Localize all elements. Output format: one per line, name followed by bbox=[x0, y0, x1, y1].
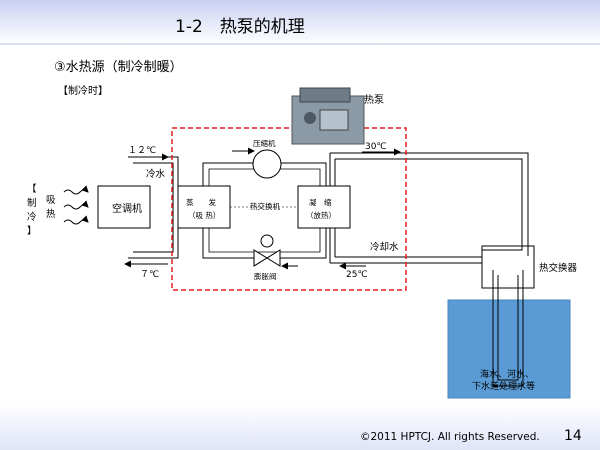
cooling-water-pipe-outer bbox=[330, 152, 529, 256]
air-conditioner-label: 空调机 bbox=[112, 202, 142, 215]
heat-pump-boundary bbox=[171, 127, 407, 291]
temp-hot-supply: 30℃ bbox=[365, 142, 387, 152]
footer-band bbox=[0, 405, 600, 450]
header-band bbox=[0, 0, 600, 44]
compressor-label: 压缩机 bbox=[253, 138, 276, 148]
page-subtitle: ③水热源（制冷制暖） bbox=[54, 60, 183, 75]
absorb-char-1: 吸 bbox=[46, 195, 56, 206]
footer-copyright: ©2011 HPTCJ. All rights Reserved. bbox=[360, 431, 540, 443]
water-source-pipe bbox=[492, 270, 524, 387]
expansion-valve-symbol bbox=[253, 234, 281, 267]
cooling-water-label: 冷却水 bbox=[370, 241, 399, 253]
air-conditioner-box bbox=[97, 185, 151, 229]
heat-pump-machine-image bbox=[291, 87, 365, 145]
cooling-mode-char-2: 制 bbox=[27, 197, 37, 209]
condenser-sub: （放热） bbox=[306, 210, 336, 220]
water-source-line-2: 下水道处理水等 bbox=[472, 380, 535, 392]
temp-cold-return: ７℃ bbox=[140, 270, 159, 280]
cooling-mode-char-4: 】 bbox=[27, 226, 37, 237]
expansion-valve-label: 膨胀阀 bbox=[254, 271, 277, 281]
heat-exchanger-label: 热交换器 bbox=[539, 262, 578, 274]
evaporator-sub: （吸 热） bbox=[188, 210, 220, 220]
cold-water-label: 冷水 bbox=[146, 168, 166, 180]
cooling-mode-char-1: 【 bbox=[27, 184, 37, 195]
water-body bbox=[447, 299, 571, 399]
mode-label: 【制冷时】 bbox=[58, 86, 108, 97]
cooling-water-pipe-inner bbox=[335, 158, 523, 251]
temp-cooling-return: 25℃ bbox=[346, 270, 368, 280]
cooling-mode-char-3: 冷 bbox=[27, 211, 37, 223]
heat-pump-label: 热泵 bbox=[364, 95, 384, 106]
heat-exchanger-box bbox=[481, 245, 535, 289]
water-source-pipe-inner bbox=[497, 275, 519, 381]
page-title: 1-2 热泵的机理 bbox=[175, 17, 305, 37]
temp-cold-supply: １２℃ bbox=[128, 146, 156, 156]
compressor-symbol bbox=[252, 149, 282, 179]
inner-exchanger-label: 热交换机 bbox=[250, 201, 280, 211]
page-number: 14 bbox=[564, 428, 582, 444]
condenser-box bbox=[297, 185, 351, 229]
heat-absorb-arrows bbox=[63, 185, 89, 225]
evaporator-box bbox=[177, 185, 231, 229]
evaporator-label: 蒸 发 bbox=[186, 197, 216, 207]
condenser-label: 凝 缩 bbox=[309, 197, 332, 207]
absorb-char-2: 热 bbox=[46, 208, 56, 220]
water-source-line-1: 海水、河水、 bbox=[480, 368, 534, 380]
